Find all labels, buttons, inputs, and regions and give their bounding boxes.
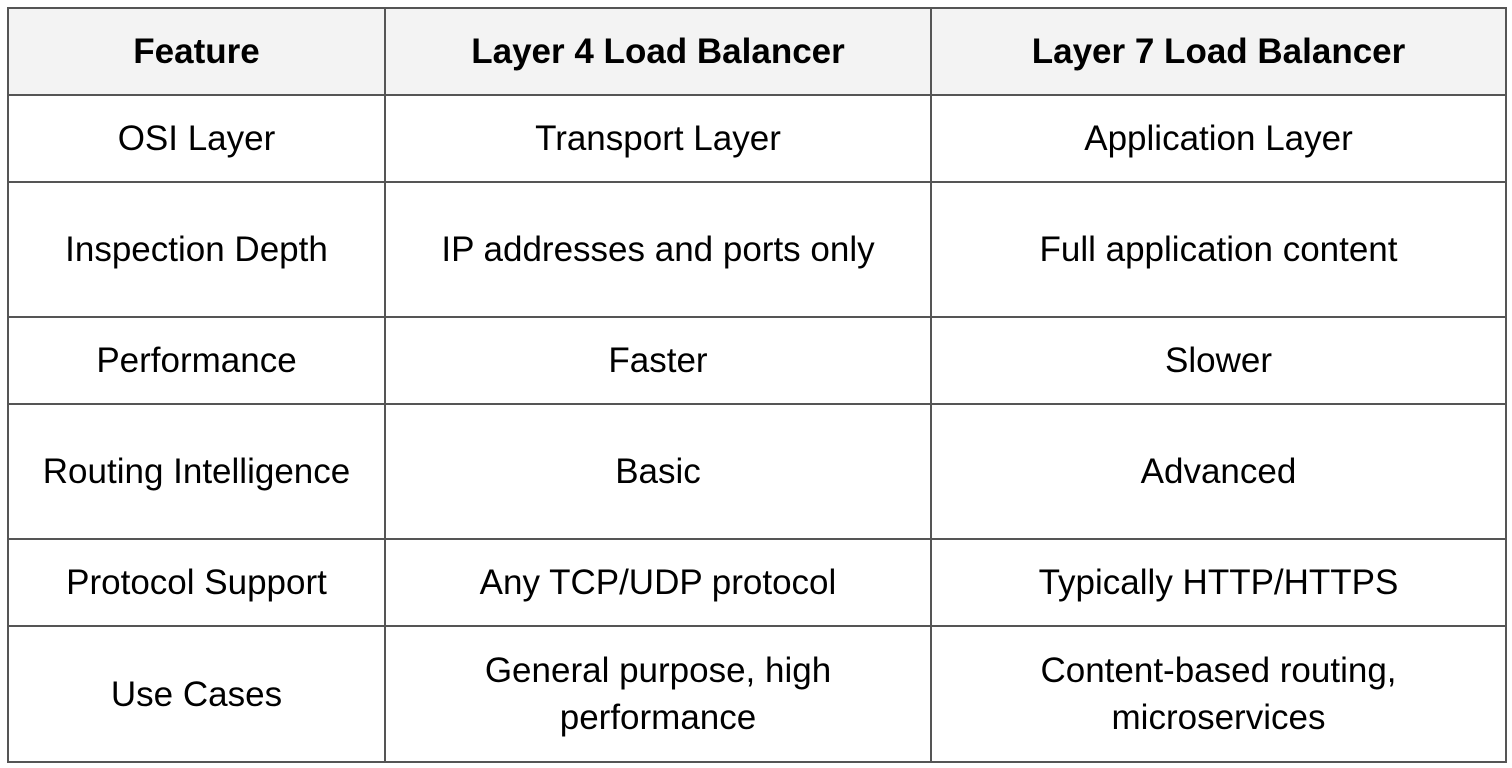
table-row: Routing Intelligence Basic Advanced [7,403,1507,540]
layer7-cell: Slower [930,316,1507,405]
feature-cell: Performance [7,316,386,405]
feature-cell: Protocol Support [7,538,386,627]
table-header: Feature Layer 4 Load Balancer Layer 7 Lo… [7,7,1507,96]
header-row: Feature Layer 4 Load Balancer Layer 7 Lo… [7,7,1507,96]
layer4-cell: General purpose, high performance [384,625,932,763]
layer7-cell: Advanced [930,403,1507,540]
table-row: Performance Faster Slower [7,316,1507,405]
comparison-table: Feature Layer 4 Load Balancer Layer 7 Lo… [7,7,1507,763]
header-feature: Feature [7,7,386,96]
feature-cell: Routing Intelligence [7,403,386,540]
table-row: Inspection Depth IP addresses and ports … [7,181,1507,318]
comparison-table-container: Feature Layer 4 Load Balancer Layer 7 Lo… [7,7,1507,763]
layer4-cell: Any TCP/UDP protocol [384,538,932,627]
layer7-cell: Full application content [930,181,1507,318]
layer4-cell: Basic [384,403,932,540]
layer4-cell: Transport Layer [384,94,932,183]
layer7-cell: Application Layer [930,94,1507,183]
layer4-cell: Faster [384,316,932,405]
feature-cell: Use Cases [7,625,386,763]
header-layer7: Layer 7 Load Balancer [930,7,1507,96]
layer7-cell: Typically HTTP/HTTPS [930,538,1507,627]
table-row: Use Cases General purpose, high performa… [7,625,1507,763]
layer4-cell: IP addresses and ports only [384,181,932,318]
table-row: Protocol Support Any TCP/UDP protocol Ty… [7,538,1507,627]
layer7-cell: Content-based routing, microservices [930,625,1507,763]
table-body: OSI Layer Transport Layer Application La… [7,94,1507,763]
header-layer4: Layer 4 Load Balancer [384,7,932,96]
feature-cell: OSI Layer [7,94,386,183]
feature-cell: Inspection Depth [7,181,386,318]
table-row: OSI Layer Transport Layer Application La… [7,94,1507,183]
